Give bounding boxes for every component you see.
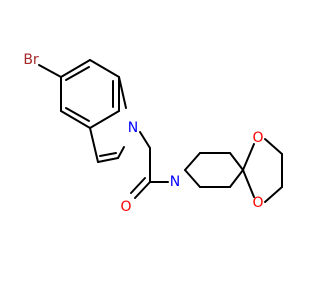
ketal-oxygen-lower-label: O [252, 195, 263, 211]
bond [139, 131, 151, 149]
bond [99, 152, 117, 157]
bond [60, 110, 91, 129]
bond [264, 186, 283, 203]
bond [117, 146, 125, 159]
bond [38, 64, 62, 78]
bond [65, 66, 90, 81]
bond [89, 127, 99, 163]
bromine-label: Br [23, 52, 39, 68]
bond [130, 177, 146, 194]
ketal-oxygen-upper-label: O [252, 130, 263, 146]
bond [97, 157, 119, 163]
piperidine-ring [184, 152, 244, 188]
bond [60, 59, 91, 78]
bond [229, 169, 244, 188]
bond [89, 59, 120, 78]
bond [229, 152, 244, 171]
bond [118, 76, 127, 109]
pyrrole-ring [89, 76, 127, 163]
benzene-ring [60, 59, 120, 129]
indole-nitrogen-label: N [128, 120, 138, 136]
bond [184, 169, 201, 188]
bond [134, 181, 151, 199]
bond [184, 152, 201, 171]
piperidine-nitrogen-label: N [170, 174, 180, 190]
bond [65, 107, 90, 122]
bond [242, 143, 255, 171]
molecule-structure: Br N O N O O [23, 52, 283, 215]
bond [89, 110, 120, 129]
dioxolane-ring [242, 138, 283, 203]
carbonyl-oxygen-label: O [120, 199, 131, 215]
bond [264, 138, 283, 155]
bond [242, 169, 255, 198]
